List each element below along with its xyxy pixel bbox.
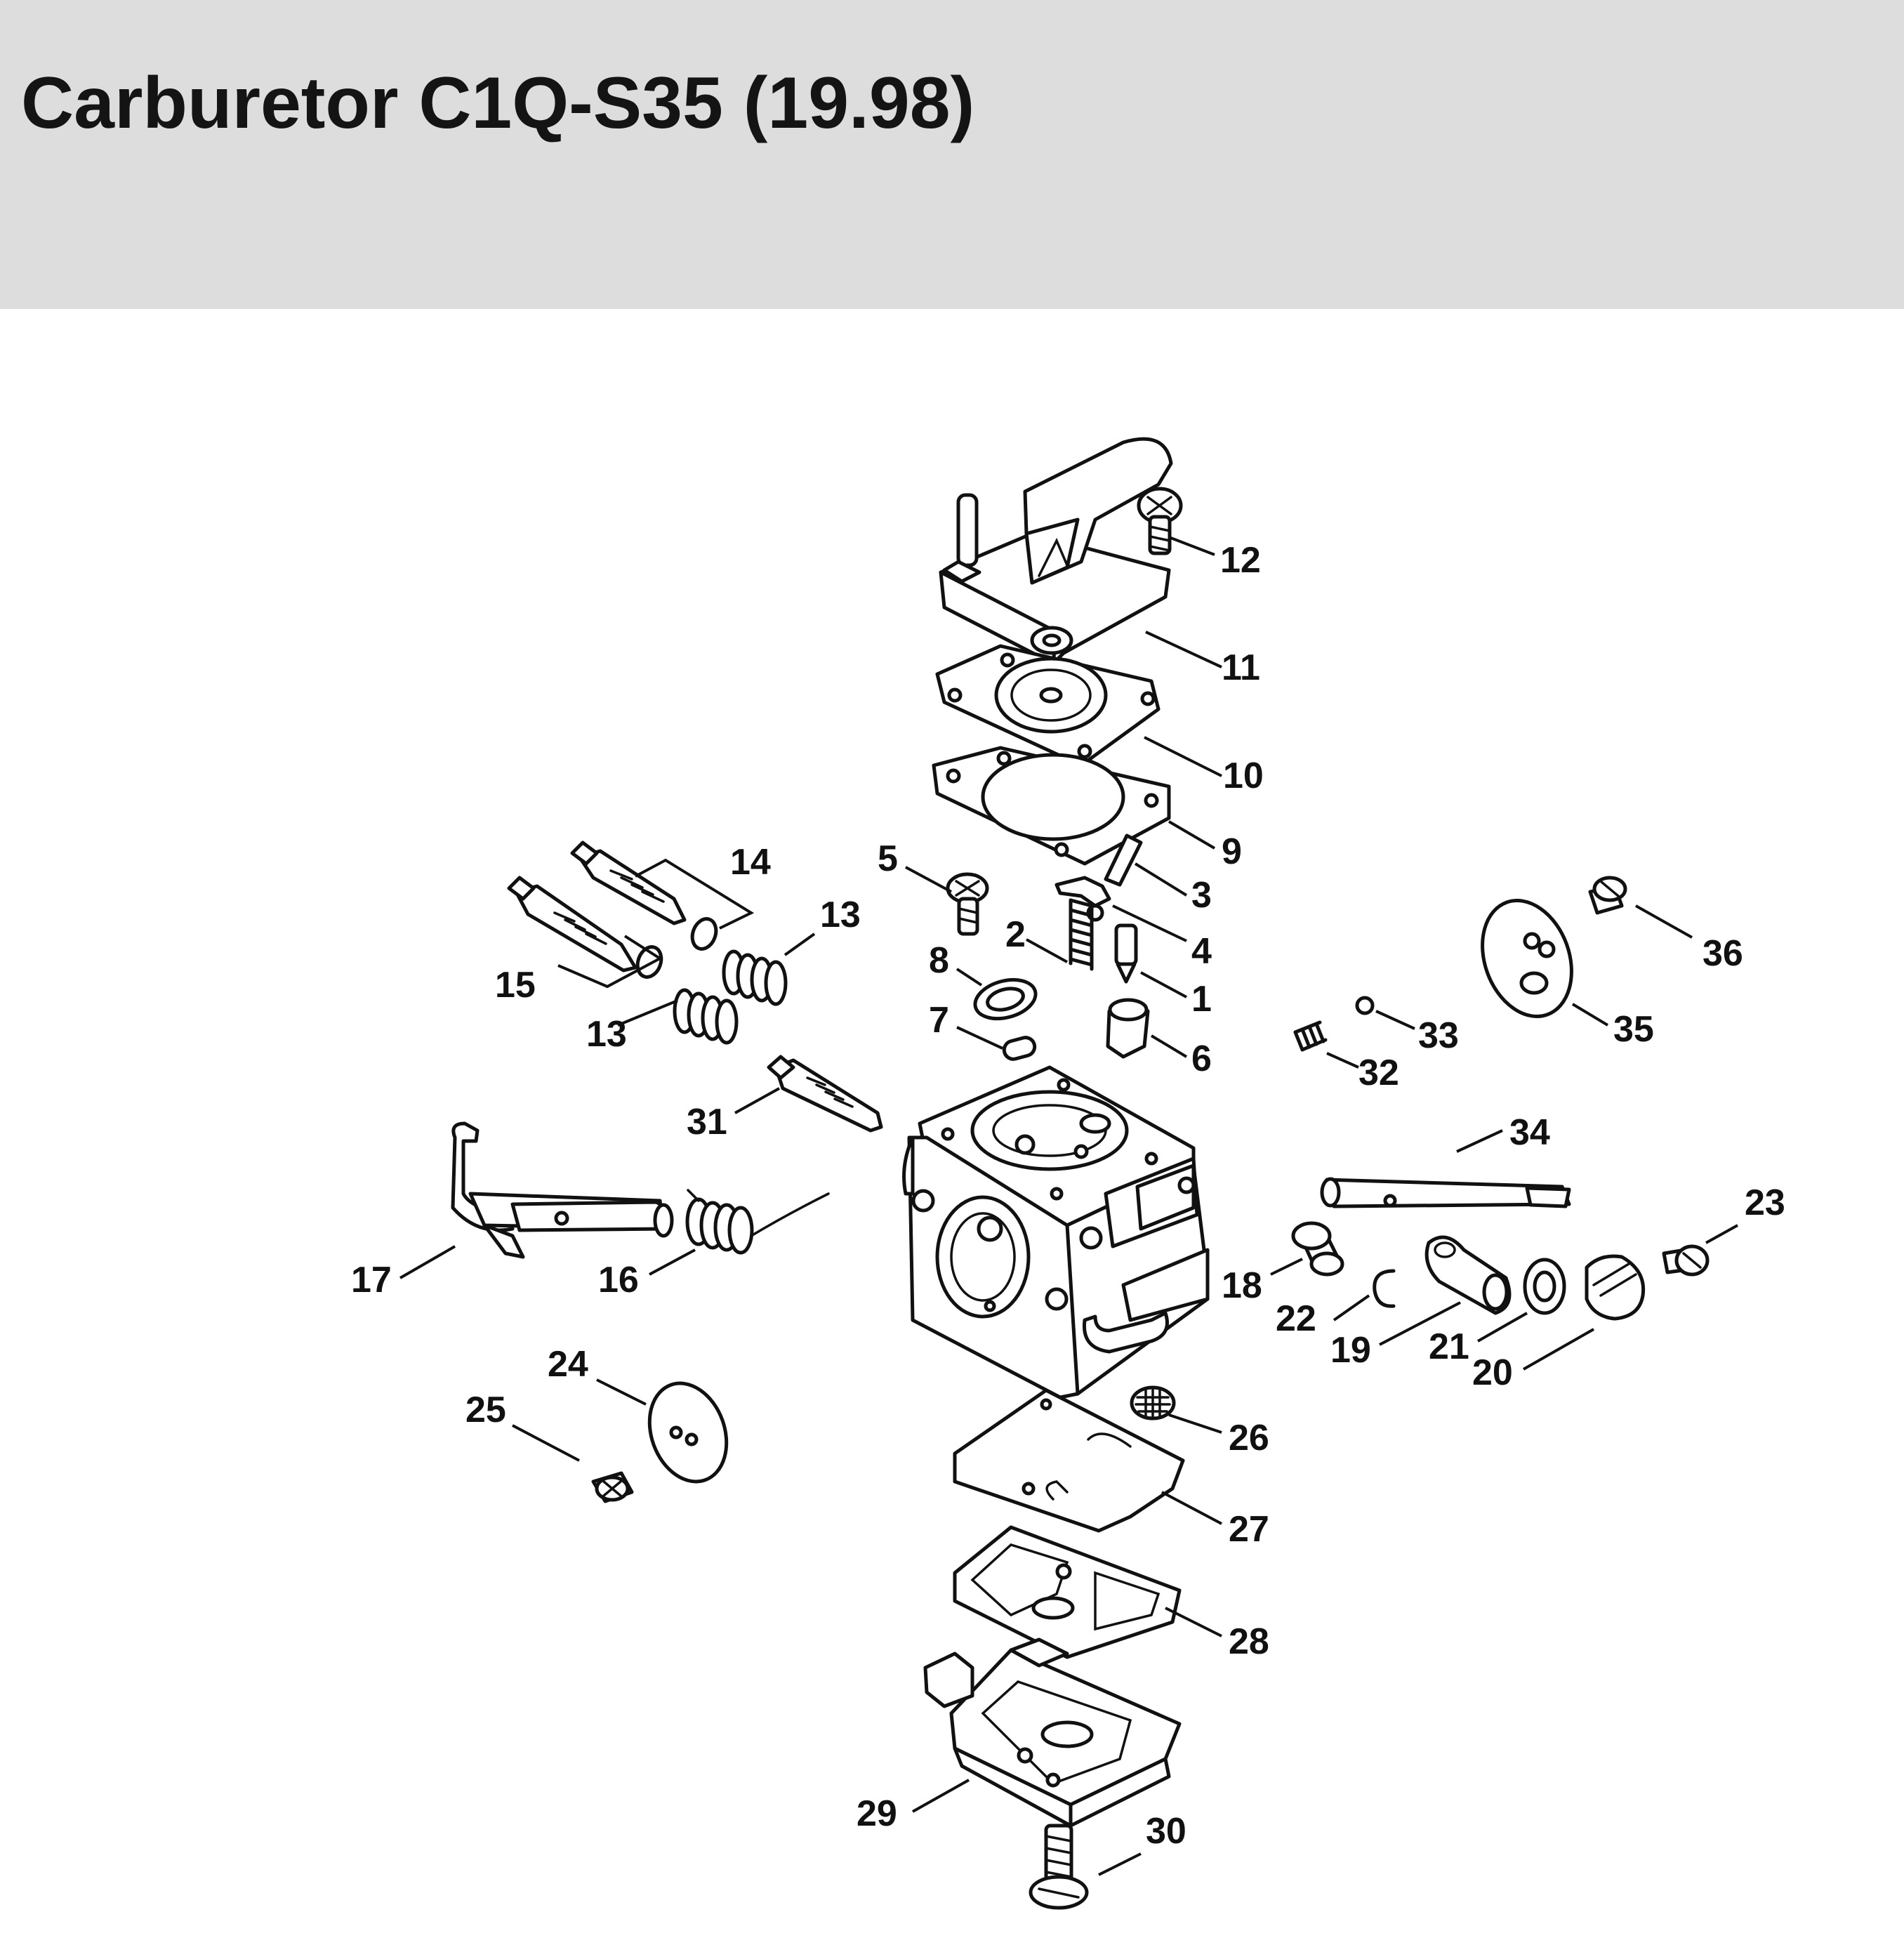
callout-14: 14 xyxy=(730,842,771,883)
part-19-lever[interactable] xyxy=(1424,1235,1512,1315)
callout-22: 22 xyxy=(1276,1298,1316,1339)
part-25-screw[interactable] xyxy=(591,1471,634,1503)
leader-lines xyxy=(399,536,1738,1876)
callout-26: 26 xyxy=(1229,1418,1269,1458)
part-35-choke-plate[interactable] xyxy=(1467,888,1587,1029)
part-9-gasket[interactable] xyxy=(932,746,1171,866)
callout-numbers: 1 2 3 4 5 6 7 8 9 10 11 12 13 13 14 15 1… xyxy=(351,540,1785,1852)
part-1-inlet-needle[interactable] xyxy=(1114,923,1138,984)
callout-21: 21 xyxy=(1429,1326,1469,1367)
callout-15: 15 xyxy=(495,965,536,1006)
callout-36: 36 xyxy=(1703,933,1743,974)
oring-15[interactable] xyxy=(633,944,665,980)
oring-14[interactable] xyxy=(688,916,720,952)
callout-6: 6 xyxy=(1191,1039,1212,1079)
callout-12: 12 xyxy=(1220,540,1261,581)
callout-23: 23 xyxy=(1745,1182,1785,1223)
callout-32: 32 xyxy=(1358,1053,1399,1093)
callout-11: 11 xyxy=(1222,647,1260,688)
part-2-spring[interactable] xyxy=(1069,898,1094,971)
part-4-lever[interactable] xyxy=(1055,876,1111,922)
part-22-clip[interactable] xyxy=(1373,1269,1396,1308)
part-14-adjusting-screw[interactable] xyxy=(570,841,687,925)
callout-9: 9 xyxy=(1222,831,1242,872)
carburetor-body[interactable] xyxy=(902,1065,1210,1399)
part-12-screw[interactable] xyxy=(1137,487,1183,555)
callout-35: 35 xyxy=(1613,1009,1654,1050)
callout-5: 5 xyxy=(878,838,898,879)
callout-13b: 13 xyxy=(586,1014,627,1055)
part-32-spring[interactable] xyxy=(1293,1020,1328,1052)
part-23-screw[interactable] xyxy=(1662,1244,1710,1277)
callout-2: 2 xyxy=(1005,914,1026,955)
part-15-adjusting-screw[interactable] xyxy=(507,876,637,973)
part-7-plug[interactable] xyxy=(1002,1036,1037,1062)
part-31-idle-screw[interactable] xyxy=(767,1055,883,1133)
callout-34: 34 xyxy=(1509,1112,1550,1153)
part-6-fitting[interactable] xyxy=(1106,998,1150,1059)
header-bar xyxy=(0,0,1904,309)
part-13-spring-lower[interactable] xyxy=(673,988,739,1045)
part-26-screen[interactable] xyxy=(1130,1385,1176,1420)
part-34-choke-shaft[interactable] xyxy=(1320,1177,1571,1208)
callout-4: 4 xyxy=(1191,931,1212,972)
callout-28: 28 xyxy=(1229,1621,1269,1662)
callout-27: 27 xyxy=(1229,1509,1269,1550)
callout-8: 8 xyxy=(929,940,949,981)
callout-24: 24 xyxy=(548,1344,588,1385)
part-11-top-cover[interactable] xyxy=(939,437,1173,666)
part-8-seal-ring[interactable] xyxy=(971,973,1040,1024)
callout-20: 20 xyxy=(1472,1352,1513,1393)
part-13-spring-upper[interactable] xyxy=(722,949,788,1006)
callout-19: 19 xyxy=(1330,1330,1371,1371)
callout-7: 7 xyxy=(929,1000,949,1041)
callout-1: 1 xyxy=(1191,979,1212,1020)
part-10-diaphragm[interactable] xyxy=(935,644,1161,767)
part-17-throttle-shaft[interactable] xyxy=(451,1121,674,1259)
part-21-washer[interactable] xyxy=(1523,1258,1566,1315)
callout-30: 30 xyxy=(1146,1811,1186,1852)
callout-3: 3 xyxy=(1191,875,1212,916)
part-33-ball[interactable] xyxy=(1355,996,1375,1015)
page-title: Carburetor C1Q-S35 (19.98) xyxy=(21,62,975,144)
part-3-pin[interactable] xyxy=(1104,833,1143,887)
callout-10: 10 xyxy=(1223,756,1264,796)
callout-13a: 13 xyxy=(820,895,861,935)
callout-17: 17 xyxy=(351,1260,392,1300)
callout-16: 16 xyxy=(598,1260,639,1300)
part-24-choke-plate[interactable] xyxy=(637,1373,740,1493)
callout-25: 25 xyxy=(465,1390,506,1430)
callout-31: 31 xyxy=(687,1102,727,1142)
callout-29: 29 xyxy=(857,1793,897,1834)
part-18-bushing[interactable] xyxy=(1291,1221,1344,1277)
part-28-gasket[interactable] xyxy=(953,1525,1182,1659)
part-30-screw[interactable] xyxy=(1029,1824,1089,1910)
part-27-metering-diaphragm[interactable] xyxy=(953,1388,1185,1533)
part-29-end-cover[interactable] xyxy=(923,1637,1182,1828)
part-36-screw[interactable] xyxy=(1588,876,1627,915)
part-16-torsion-spring[interactable] xyxy=(685,1189,830,1255)
part-5-screw[interactable] xyxy=(946,872,989,936)
part-20-cap[interactable] xyxy=(1585,1254,1646,1321)
callout-18: 18 xyxy=(1222,1265,1262,1306)
callout-33: 33 xyxy=(1418,1015,1459,1056)
